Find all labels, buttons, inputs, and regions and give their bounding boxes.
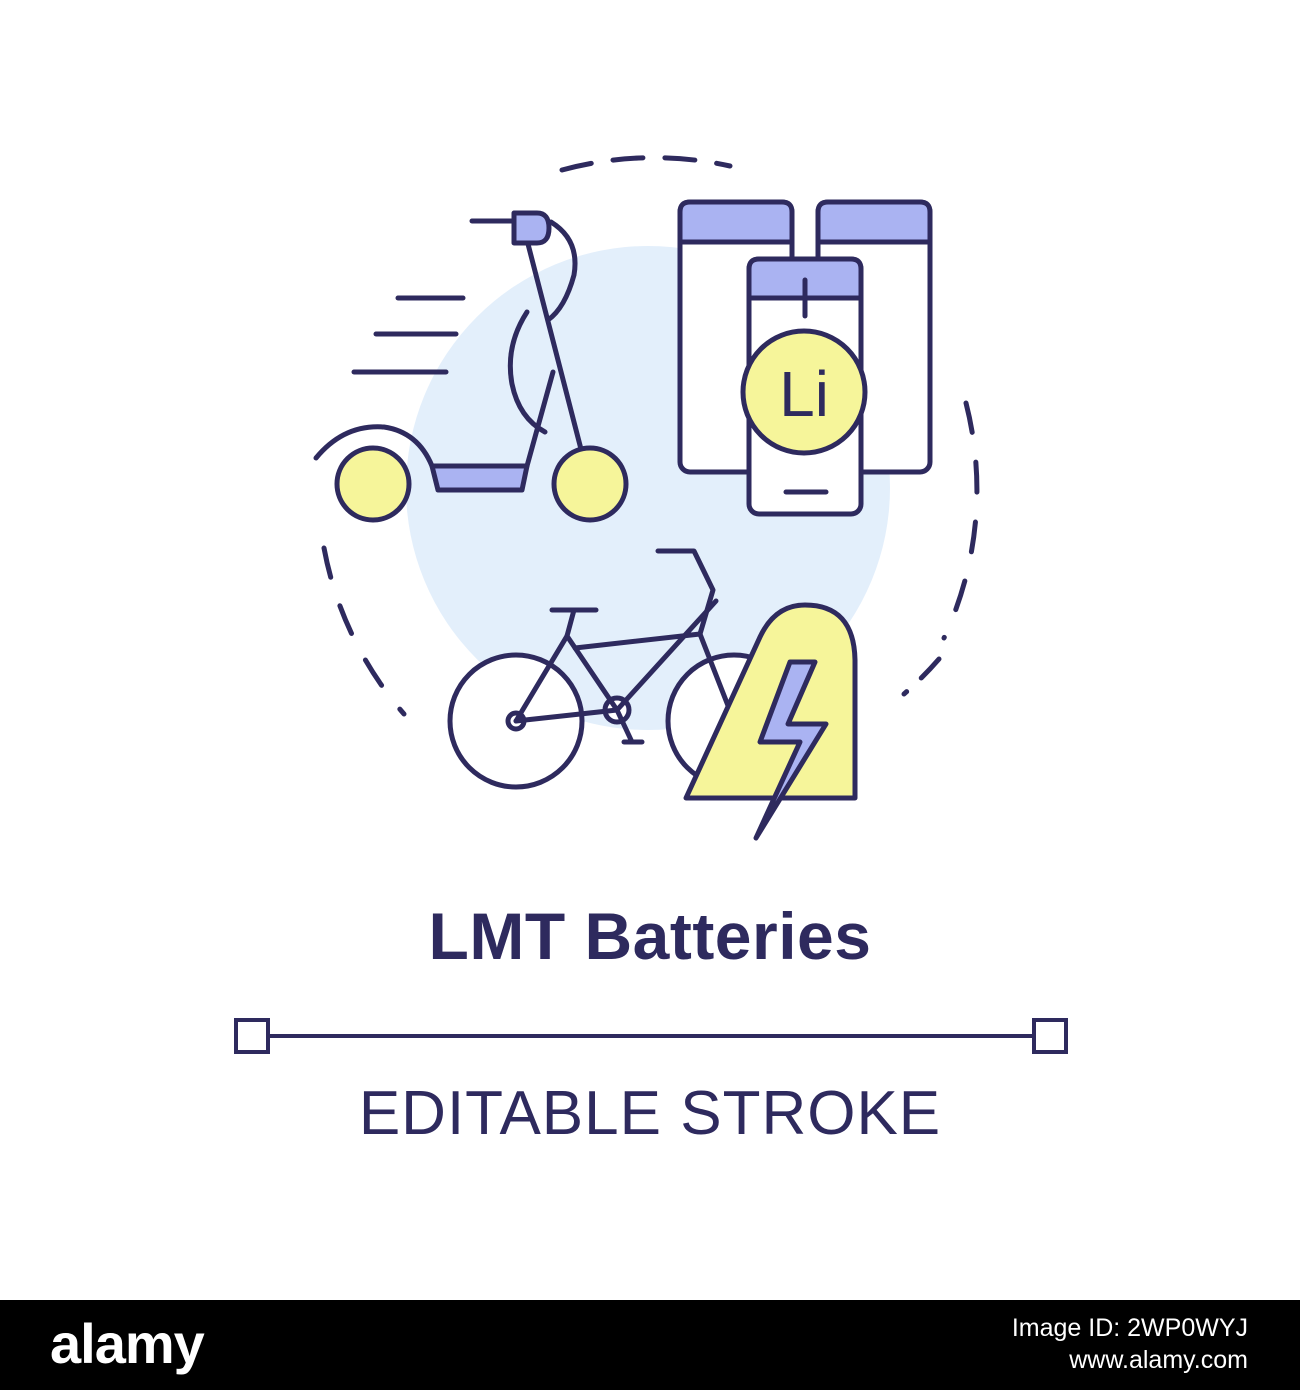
lithium-battery-icon: Li <box>740 256 868 517</box>
left-anchor-handle <box>234 1018 270 1054</box>
electric-scooter-icon <box>313 210 629 523</box>
editable-stroke-line <box>234 1018 1068 1054</box>
subtitle: EDITABLE STROKE <box>358 1079 942 1148</box>
image-id-label: Image ID: 2WP0WYJ <box>1011 1314 1248 1342</box>
page-title: LMT Batteries <box>428 899 872 973</box>
right-anchor-handle <box>1032 1018 1068 1054</box>
lmt-batteries-illustration: Li <box>313 155 980 841</box>
lithium-label: Li <box>779 358 829 430</box>
dashed-ring <box>321 155 980 717</box>
icon-card: Li LMT Bat <box>234 155 1068 1148</box>
watermark-bar: alamy Image ID: 2WP0WYJ www.alamy.com <box>0 1300 1300 1390</box>
watermark-info: Image ID: 2WP0WYJ www.alamy.com <box>1012 1312 1248 1376</box>
alamy-logo: alamy <box>50 1312 205 1375</box>
site-label: www.alamy.com <box>1069 1346 1248 1374</box>
lightning-bolt-icon <box>683 602 858 841</box>
